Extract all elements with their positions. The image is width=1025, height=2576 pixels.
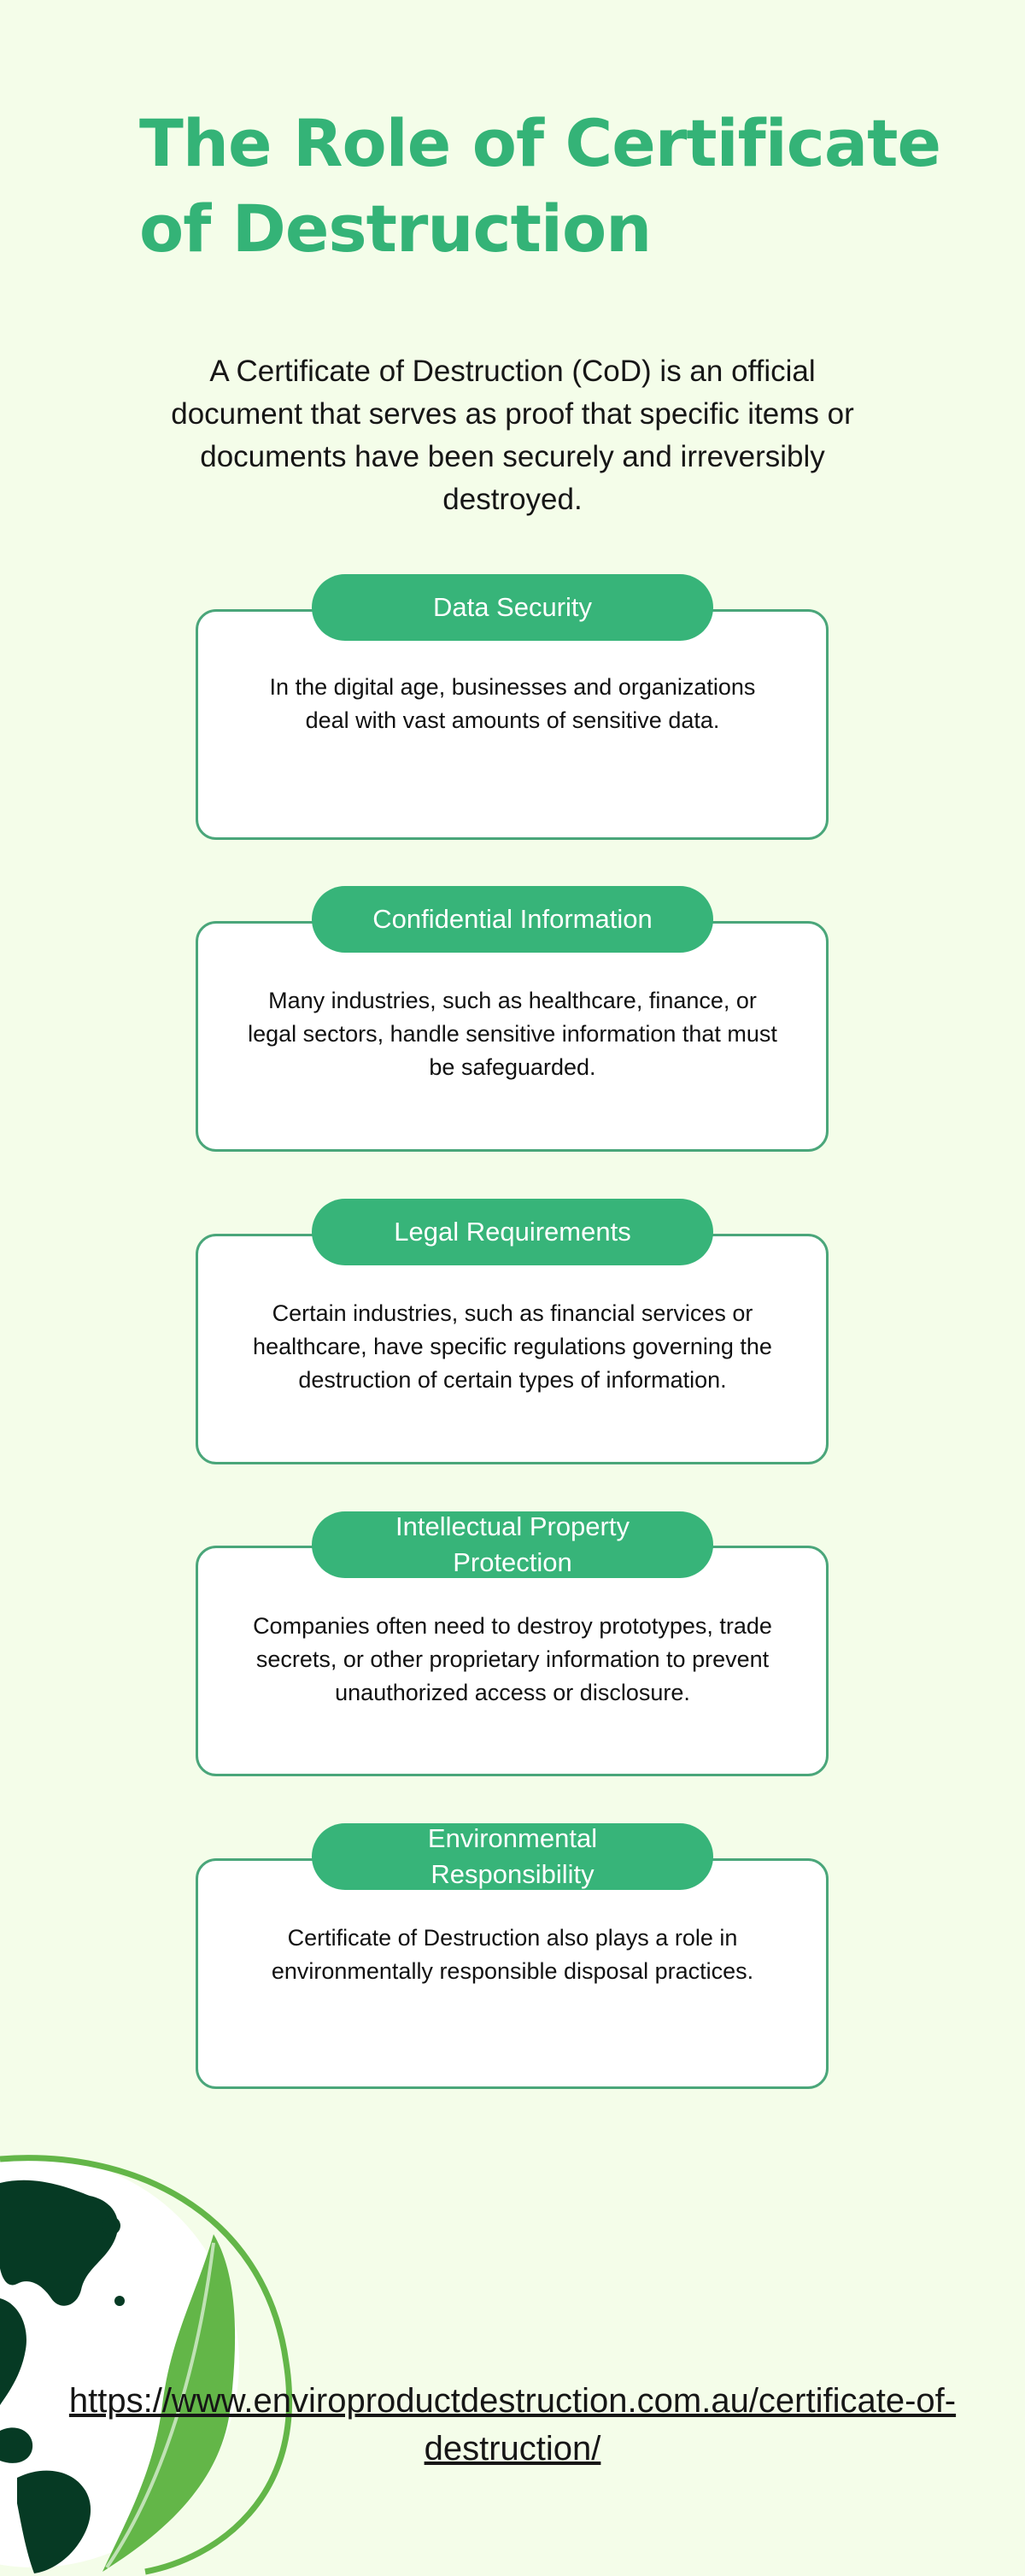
card-text-confidential-information: Many industries, such as healthcare, fin… bbox=[248, 988, 777, 1080]
page-title: The Role of Certificate of Destruction bbox=[139, 105, 941, 267]
card-heading-legal-requirements: Legal Requirements bbox=[312, 1199, 713, 1265]
source-link[interactable]: https://www.enviroproductdestruction.com… bbox=[68, 2382, 957, 2467]
card-text-data-security: In the digital age, businesses and organ… bbox=[269, 674, 756, 733]
globe-leaf-icon bbox=[0, 2155, 293, 2575]
card-legal-requirements bbox=[196, 1234, 829, 1464]
card-text-intellectual-property: Companies often need to destroy prototyp… bbox=[253, 1613, 772, 1705]
intro-paragraph: A Certificate of Destruction (CoD) is an… bbox=[171, 355, 854, 516]
card-heading-confidential-information: Confidential Information bbox=[312, 886, 713, 953]
card-heading-data-security: Data Security bbox=[312, 574, 713, 641]
card-environmental-responsibility bbox=[196, 1858, 829, 2089]
card-heading-environmental-responsibility: Environmental Responsibility bbox=[312, 1823, 713, 1890]
card-data-security bbox=[196, 609, 829, 840]
card-confidential-information bbox=[196, 921, 829, 1152]
card-text-legal-requirements: Certain industries, such as financial se… bbox=[253, 1300, 772, 1393]
card-intellectual-property bbox=[196, 1546, 829, 1776]
card-heading-intellectual-property: Intellectual Property Protection bbox=[312, 1511, 713, 1578]
card-text-environmental-responsibility: Certificate of Destruction also plays a … bbox=[271, 1925, 754, 1984]
